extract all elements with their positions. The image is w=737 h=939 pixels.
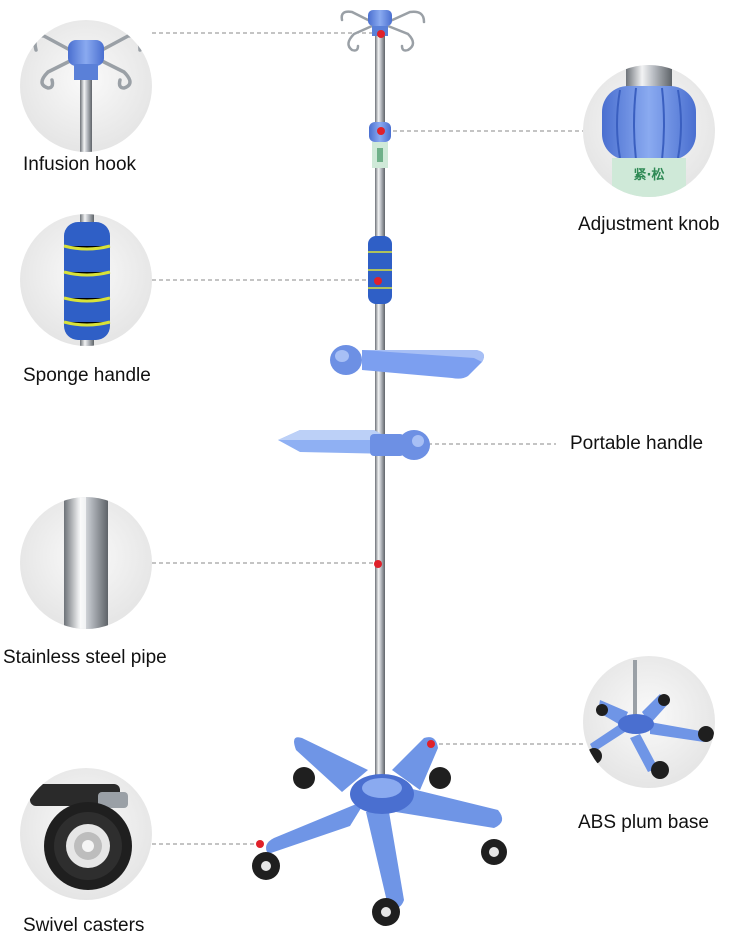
plum-base bbox=[252, 737, 507, 926]
leader-lines bbox=[152, 32, 583, 845]
detail-circle-swivel-casters bbox=[20, 768, 152, 900]
detail-circle-abs-plum-base bbox=[583, 656, 715, 788]
top-hook-cap bbox=[368, 10, 392, 26]
upper-tray bbox=[330, 345, 484, 379]
detail-circle-stainless-steel-pipe bbox=[20, 497, 152, 629]
knob-printed-text: 紧·松 bbox=[633, 168, 665, 183]
marker-swivel-casters bbox=[256, 840, 264, 848]
label-abs-plum-base: ABS plum base bbox=[578, 812, 709, 833]
detail-circle-infusion-hook bbox=[20, 20, 152, 152]
detail-circle-sponge-handle bbox=[20, 214, 152, 346]
label-stainless-steel-pipe: Stainless steel pipe bbox=[3, 647, 167, 668]
label-adjustment-knob: Adjustment knob bbox=[578, 214, 720, 235]
detail-circle-adjustment-knob bbox=[583, 65, 715, 197]
label-infusion-hook: Infusion hook bbox=[23, 154, 137, 175]
iv-pole-illustration bbox=[252, 10, 507, 926]
marker-abs-plum-base bbox=[427, 740, 435, 748]
label-portable-handle: Portable handle bbox=[570, 433, 704, 454]
marker-sponge-handle bbox=[374, 277, 382, 285]
marker-adjustment-knob bbox=[377, 127, 385, 135]
steel-pole bbox=[375, 28, 385, 798]
marker-stainless-steel-pipe bbox=[374, 560, 382, 568]
marker-infusion-hook bbox=[377, 30, 385, 38]
label-sponge-handle: Sponge handle bbox=[23, 365, 151, 386]
portable-handle-tray bbox=[278, 430, 430, 460]
label-swivel-casters: Swivel casters bbox=[23, 915, 145, 936]
top-hook-assembly bbox=[340, 10, 426, 52]
marker-dots bbox=[256, 30, 435, 848]
